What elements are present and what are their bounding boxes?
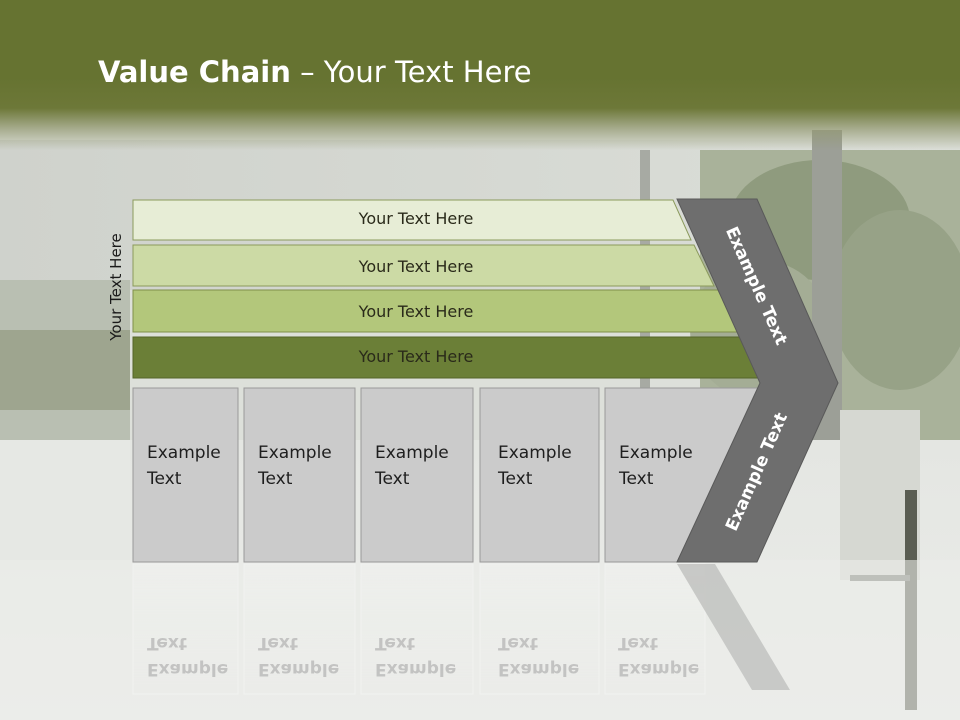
box-4-line2: Text — [498, 469, 533, 489]
reflection — [132, 563, 790, 695]
row-band-1 — [132, 199, 692, 241]
title-bold: Value Chain — [98, 55, 291, 89]
box-3-line2: Text — [375, 469, 410, 489]
box-shape-3 — [360, 387, 474, 563]
box-2-line1: Example — [258, 443, 332, 463]
row-band-2 — [132, 244, 715, 287]
box-1-line1: Example — [147, 443, 221, 463]
box-shape-4 — [479, 387, 600, 563]
row-label-2: Your Text Here — [358, 257, 474, 276]
header-band — [0, 0, 960, 150]
box-3-line1: Example — [375, 443, 449, 463]
box-4-line1: Example — [498, 443, 572, 463]
box-shape-2 — [243, 387, 356, 563]
row-label-4: Your Text Here — [358, 347, 474, 366]
box-2-line2: Text — [258, 469, 293, 489]
box-5-line1: Example — [619, 443, 693, 463]
box-shape-1 — [132, 387, 239, 563]
row-label-3: Your Text Here — [358, 302, 474, 321]
box-5-line2: Text — [619, 469, 654, 489]
row-label-1: Your Text Here — [358, 209, 474, 228]
page-title: Value Chain – Your Text Here — [98, 55, 532, 89]
title-rest: – Your Text Here — [290, 55, 532, 89]
box-1-line2: Text — [147, 469, 182, 489]
chevron-arrow — [676, 198, 839, 563]
